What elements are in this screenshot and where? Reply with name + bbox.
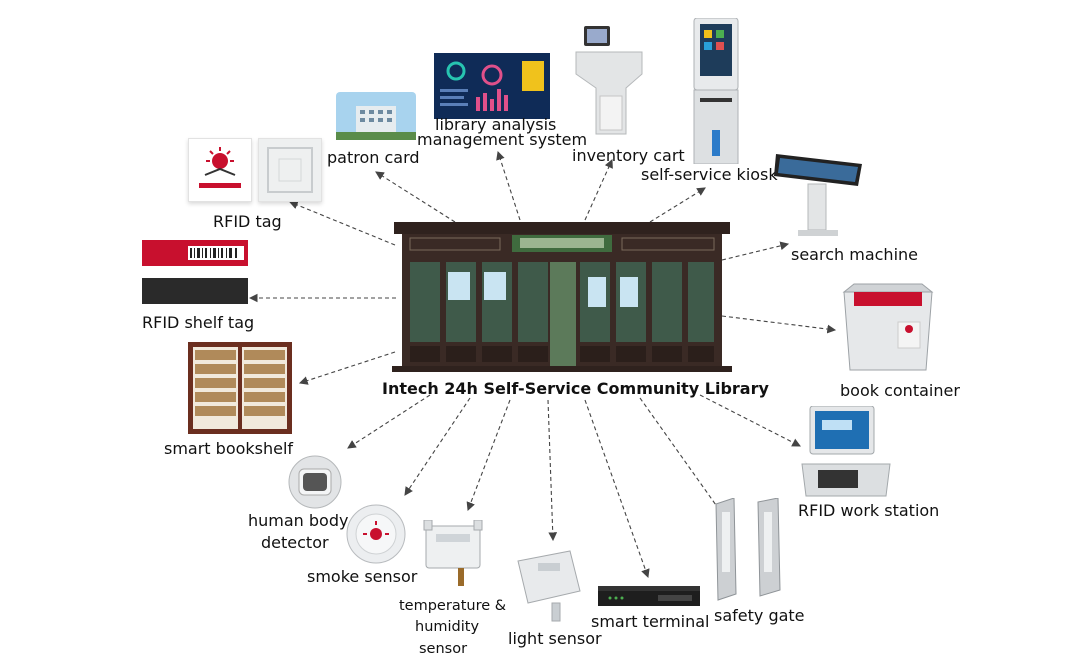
arrow-light — [547, 399, 558, 542]
search-machine-label: search machine — [791, 245, 918, 264]
safety-gate-label: safety gate — [714, 606, 805, 625]
library-building-image — [392, 222, 732, 372]
book-container-label: book container — [840, 381, 960, 400]
smart-terminal-label: smart terminal — [591, 612, 710, 631]
motion-detector-image — [288, 455, 342, 509]
arrow-detector — [347, 394, 431, 449]
bookshelf-image — [188, 342, 292, 434]
arrow-gate — [639, 397, 729, 523]
arrow-workstation — [699, 394, 801, 447]
diagram-title: Intech 24h Self-Service Community Librar… — [382, 379, 769, 398]
arrow-temp — [466, 399, 511, 512]
arrow-search — [721, 241, 790, 261]
smart-terminal-image — [598, 586, 700, 606]
shelf-tag-image — [142, 240, 248, 304]
temp-label-line2: humidity — [415, 619, 480, 635]
arrow-cart — [584, 158, 613, 221]
search-machine-image — [774, 154, 862, 236]
book-container-image — [842, 283, 934, 371]
patron-card-image — [336, 92, 416, 140]
rfid-shelf-tag-label: RFID shelf tag — [142, 313, 255, 332]
light-sensor-label: light sensor — [508, 629, 602, 648]
human-body-label-line2: detector — [261, 533, 329, 552]
rfid-tag-image — [188, 138, 252, 202]
temp-label-line1: temperature & — [399, 598, 507, 614]
light-sensor-image — [517, 550, 581, 622]
arrow-kiosk — [649, 187, 706, 223]
safety-gate-image — [715, 498, 781, 601]
analysis-label-line1: library analysis — [435, 115, 557, 134]
arrow-smoke — [404, 397, 471, 496]
rfid-tag-label: RFID tag — [213, 212, 282, 231]
rfid-work-station-label: RFID work station — [798, 501, 940, 520]
arrow-container — [721, 315, 837, 334]
inventory-cart-label: inventory cart — [572, 146, 685, 165]
inventory-cart-image — [575, 26, 643, 135]
work-station-image — [801, 406, 891, 497]
arrow-rfid-tag — [288, 200, 396, 246]
humidity-sensor-image — [423, 520, 483, 586]
self-service-kiosk-label: self-service kiosk — [641, 165, 778, 184]
self-service-kiosk-image — [693, 18, 739, 164]
analysis-label-line2: management system — [417, 130, 588, 149]
human-body-label-line1: human body — [248, 511, 349, 530]
smoke-sensor-image — [346, 504, 406, 564]
rfid-tag-chip-image — [258, 138, 322, 202]
smart-bookshelf-label: smart bookshelf — [164, 439, 294, 458]
patron-card-label: patron card — [327, 148, 420, 167]
arrow-analysis — [496, 150, 521, 221]
dashboard-image — [434, 53, 550, 119]
smoke-sensor-label: smoke sensor — [307, 567, 418, 586]
arrow-terminal — [584, 399, 650, 579]
arrow-bookshelf — [298, 351, 396, 385]
arrow-patron-card — [375, 171, 456, 223]
temp-label-line3: sensor — [419, 641, 468, 657]
